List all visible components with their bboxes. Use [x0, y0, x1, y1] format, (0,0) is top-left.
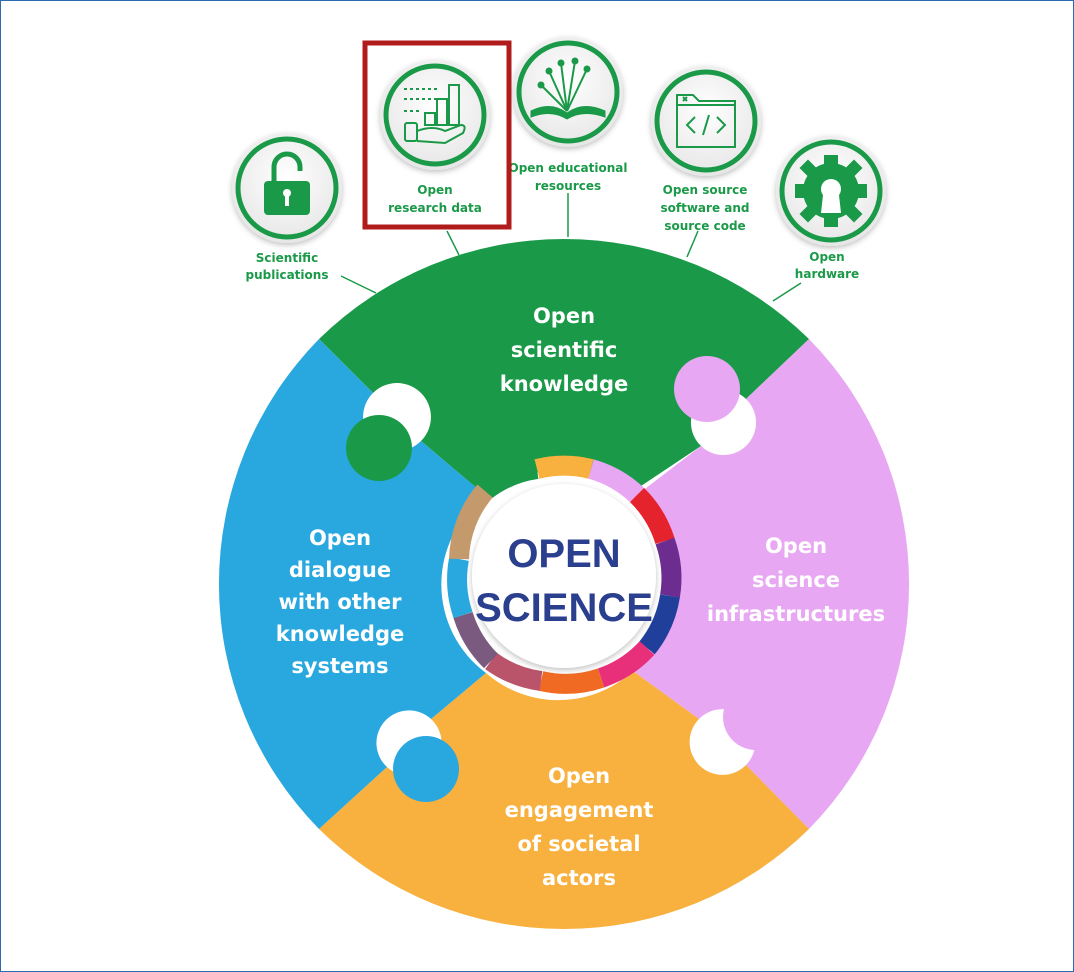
- svg-text:systems: systems: [291, 654, 388, 678]
- svg-text:Open: Open: [765, 534, 827, 558]
- outer-ring: [218, 238, 910, 930]
- subitem-open-hardware: Open hardware: [776, 136, 886, 281]
- highlight-box: [362, 40, 512, 230]
- segment-right-shape: [633, 339, 910, 829]
- subitem-scientific-publications: Scientific publications: [232, 133, 342, 282]
- subitem-open-source-software: Open source software and source code: [651, 66, 761, 233]
- svg-text:knowledge: knowledge: [500, 372, 629, 396]
- svg-text:of societal: of societal: [517, 832, 640, 856]
- subitem-open-research-data: Open research data: [380, 60, 490, 215]
- connector-lines: [340, 193, 802, 302]
- subitem-label: Scientific: [256, 251, 318, 265]
- segment-right-label: Open science infrastructures: [707, 534, 885, 626]
- center-title-line1: OPEN: [507, 532, 620, 576]
- segment-bottom-label: Open engagement of societal actors: [505, 764, 654, 890]
- subitem-label: Open: [417, 183, 452, 197]
- svg-text:infrastructures: infrastructures: [707, 602, 885, 626]
- segment-bottom-shape: [319, 671, 809, 930]
- svg-text:Open: Open: [309, 526, 371, 550]
- unlock-icon: [264, 151, 310, 215]
- segment-left-shape: [218, 339, 486, 829]
- subitem-label: Open: [809, 250, 844, 264]
- svg-text:actors: actors: [542, 866, 616, 890]
- code-folder-icon: [676, 94, 736, 148]
- subitem-label: software and: [661, 201, 750, 215]
- svg-text:engagement: engagement: [505, 798, 654, 822]
- open-hardware-gear-icon: [795, 155, 867, 227]
- segment-top-shape: [319, 238, 809, 496]
- svg-text:scientific: scientific: [511, 338, 618, 362]
- subitem-label: source code: [664, 219, 745, 233]
- svg-text:Open: Open: [548, 764, 610, 788]
- svg-text:knowledge: knowledge: [276, 622, 405, 646]
- subitem-label: hardware: [795, 267, 859, 281]
- svg-text:with other: with other: [279, 590, 403, 614]
- center-color-ring: [447, 455, 682, 694]
- svg-text:science: science: [752, 568, 840, 592]
- subitem-label: Open educational: [509, 161, 628, 175]
- puzzle-knobs: [346, 356, 789, 802]
- center-title-line2: SCIENCE: [475, 586, 653, 630]
- subitem-label: publications: [246, 268, 329, 282]
- subitem-open-educational-resources: Open educational resources: [509, 37, 628, 193]
- svg-text:dialogue: dialogue: [289, 558, 391, 582]
- subitem-label: resources: [535, 179, 601, 193]
- segment-left-label: Open dialogue with other knowledge syste…: [276, 526, 405, 678]
- segment-top-label: Open scientific knowledge: [500, 304, 629, 396]
- book-icon: [530, 57, 606, 120]
- data-hand-icon: [404, 84, 466, 145]
- center-circle: [472, 484, 656, 668]
- svg-text:Open: Open: [533, 304, 595, 328]
- subitem-label: Open source: [663, 183, 748, 197]
- subitem-label: research data: [388, 201, 482, 215]
